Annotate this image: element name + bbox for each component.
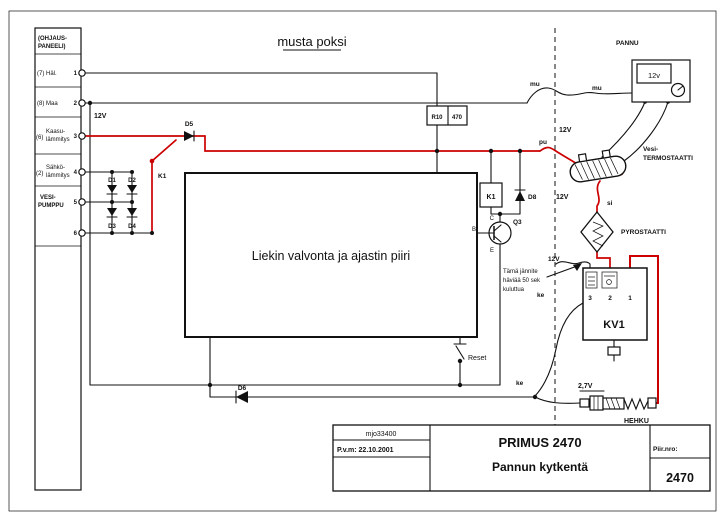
diode-d3-label: D3 bbox=[108, 224, 116, 230]
glow-plug-label: HEHKU bbox=[624, 418, 649, 425]
relay-k1-coil: K1 bbox=[479, 182, 503, 208]
diode-d4-label: D4 bbox=[128, 224, 136, 230]
pyrostat: PYROSTAATTI bbox=[580, 210, 666, 254]
diode-d6-label: D6 bbox=[238, 385, 247, 392]
terminal-4-number: 4 bbox=[74, 170, 78, 176]
terminal-3-number: 3 bbox=[74, 134, 78, 140]
diode-d2-label: D2 bbox=[128, 178, 136, 184]
terminal-1-number: 1 bbox=[74, 71, 78, 77]
resistor-r10: R10 470 bbox=[426, 105, 468, 126]
wire-mu-label-1: mu bbox=[530, 81, 540, 88]
black-wires bbox=[84, 72, 669, 404]
diode-d5-label: D5 bbox=[185, 121, 194, 128]
terminal-2-label: (8) Maa bbox=[37, 101, 58, 107]
resistor-r10-label: R10 bbox=[431, 115, 443, 121]
kv1-terminal-3: 3 bbox=[588, 295, 592, 302]
terminal-3-label-line1: Kaasu- bbox=[46, 129, 65, 135]
junction-dots bbox=[87, 100, 670, 400]
panel-terminal-circles bbox=[78, 69, 86, 237]
diode-d6: D6 bbox=[235, 385, 248, 404]
wire-pu-label: pu bbox=[539, 139, 547, 146]
titleblock-subtitle: Pannun kytkentä bbox=[492, 460, 588, 474]
pannu-section-label: PANNU bbox=[616, 40, 639, 47]
terminal-2-number: 2 bbox=[74, 101, 78, 107]
titleblock-dwg-number: 2470 bbox=[666, 471, 694, 485]
terminal-5-number: 5 bbox=[74, 200, 78, 206]
resistor-r10-value: 470 bbox=[452, 115, 463, 121]
kv1-terminal-2: 2 bbox=[608, 295, 612, 302]
diode-d1-label: D1 bbox=[108, 178, 116, 184]
panel-title-line1: (OHJAUS- bbox=[38, 36, 67, 42]
flame-control-box: Liekin valvonta ja ajastin piiri bbox=[184, 172, 478, 338]
terminal-1-label: (7) Häl. bbox=[37, 71, 57, 77]
v12-thermostat-top-label: 12V bbox=[559, 127, 572, 134]
v12-kv1-label: 12V bbox=[548, 256, 560, 263]
voltage-note-line1: Tämä jännite bbox=[503, 269, 538, 275]
terminal-3-prefix: (6) bbox=[36, 135, 43, 141]
panel-title-line2: PANEELI) bbox=[38, 44, 66, 50]
kv1-bottom-connector bbox=[607, 346, 621, 356]
titleblock-date: P.v.m: 22.10.2001 bbox=[337, 447, 394, 454]
voltage-note: Tämä jännite häviää 50 sek kuluttua bbox=[503, 269, 541, 293]
wire-mu-label-2: mu bbox=[592, 85, 602, 92]
page-frame bbox=[8, 10, 717, 512]
pyrostat-label: PYROSTAATTI bbox=[621, 229, 666, 236]
v12-left-label: 12V bbox=[94, 113, 107, 120]
transistor-q3: Q3 C B E bbox=[472, 216, 522, 254]
kv1-symbol-left bbox=[585, 271, 598, 289]
terminal-4-label-line2: lämmitys bbox=[46, 173, 70, 179]
diode-bridge-d1-d4: D1 D2 D3 D4 bbox=[106, 178, 138, 230]
terminal-6-number: 6 bbox=[74, 231, 78, 237]
q3-emitter-label: E bbox=[490, 248, 494, 254]
terminal-4-label-line1: Sähkö- bbox=[46, 165, 65, 171]
v12-thermostat-bottom-label: 12V bbox=[556, 194, 569, 201]
diode-d8: D8 bbox=[514, 189, 537, 201]
voltage-note-line2: häviää 50 sek bbox=[503, 278, 541, 284]
glow-plug-voltage-label: 2,7V bbox=[578, 383, 593, 390]
wire-si-label: si bbox=[607, 200, 613, 207]
terminal-5-label-line1: VESI- bbox=[40, 195, 56, 201]
transistor-q3-label: Q3 bbox=[513, 219, 522, 226]
relay-k1-switch-label: K1 bbox=[158, 173, 167, 180]
voltage-note-line3: kuluttua bbox=[503, 287, 525, 293]
titleblock-code: mjo33400 bbox=[366, 431, 397, 438]
wire-ke-label-1: ke bbox=[537, 292, 545, 299]
flame-control-box-label: Liekin valvonta ja ajastin piiri bbox=[252, 249, 410, 263]
diode-d5: D5 bbox=[184, 121, 195, 142]
kv1-terminal-1: 1 bbox=[628, 295, 632, 302]
title-block: mjo33400 P.v.m: 22.10.2001 PRIMUS 2470 P… bbox=[332, 424, 711, 492]
relay-k1-coil-label: K1 bbox=[487, 194, 496, 201]
wire-ke-label-2: ke bbox=[516, 380, 524, 387]
voltmeter-label: 12v bbox=[648, 71, 660, 80]
q3-collector-label: C bbox=[490, 216, 495, 222]
kv1-symbol-right bbox=[601, 271, 618, 289]
thermostat-label-line1: Vesi- bbox=[643, 146, 658, 153]
note-arrowhead bbox=[573, 263, 582, 271]
terminal-4-prefix: (2) bbox=[36, 171, 43, 177]
titleblock-dwg-label: Piir.nro: bbox=[653, 446, 678, 453]
diagram-title: musta poksi bbox=[277, 34, 346, 49]
terminal-5-label-line2: PUMPPU bbox=[38, 203, 64, 209]
voltmeter-12v: 12v bbox=[631, 59, 691, 103]
relay-kv1: 3 2 1 KV1 bbox=[582, 267, 648, 356]
control-panel: (OHJAUS- PANEELI) (7) Häl. (8) Maa (6) K… bbox=[34, 27, 86, 491]
titleblock-title: PRIMUS 2470 bbox=[498, 435, 581, 450]
thermostat-label-line2: TERMOSTAATTI bbox=[643, 155, 693, 162]
reset-switch-label: Reset bbox=[468, 355, 486, 362]
relay-kv1-label: KV1 bbox=[603, 319, 624, 331]
q3-base-label: B bbox=[472, 227, 476, 233]
terminal-3-label-line2: lämmitys bbox=[46, 137, 70, 143]
water-thermostat bbox=[569, 149, 627, 183]
diode-d8-label: D8 bbox=[528, 194, 537, 201]
glow-plug-hehku: HEHKU bbox=[579, 395, 657, 425]
